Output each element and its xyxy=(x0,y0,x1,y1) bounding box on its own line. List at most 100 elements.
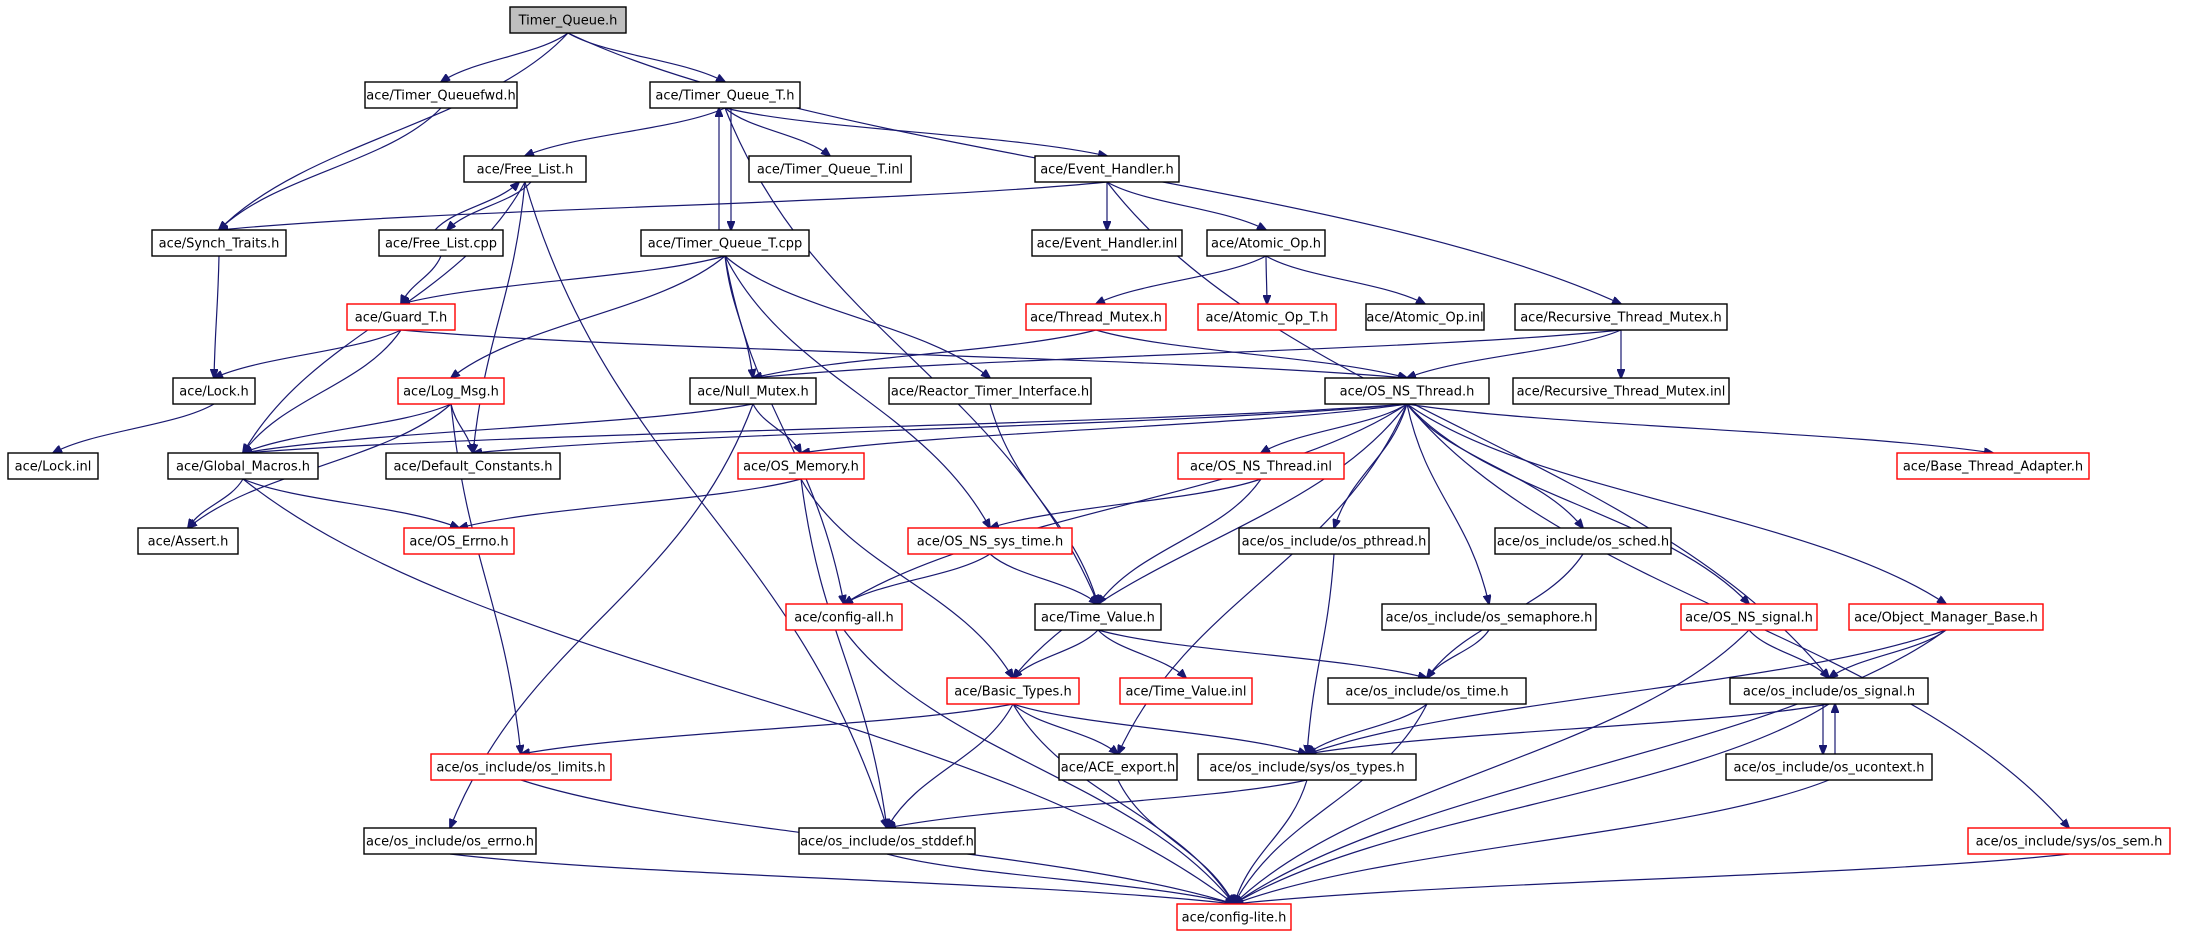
node-os-types-h[interactable]: ace/os_include/sys/os_types.h xyxy=(1197,753,1417,781)
edge-line xyxy=(844,553,991,604)
node-os-ns-thread-inl[interactable]: ace/OS_NS_Thread.inl xyxy=(1177,452,1345,480)
node-os-ns-thread-h[interactable]: ace/OS_NS_Thread.h xyxy=(1324,377,1490,405)
node-os-ns-sys-time-h[interactable]: ace/OS_NS_sys_time.h xyxy=(907,527,1073,555)
node-label: ace/Default_Constants.h xyxy=(393,460,552,475)
node-basic-types-h[interactable]: ace/Basic_Types.h xyxy=(946,677,1080,705)
edge-line xyxy=(242,478,459,528)
node-synch-traits-h[interactable]: ace/Synch_Traits.h xyxy=(151,229,287,257)
edge-thread_mutex_h-to-null_mutex_h xyxy=(753,329,1097,378)
edge-timer_queuefwd_h-to-synch_traits_h xyxy=(219,107,442,230)
edge-line xyxy=(1307,703,1830,754)
node-time-value-h[interactable]: ace/Time_Value.h xyxy=(1034,603,1162,631)
node-os-stddef-h[interactable]: ace/os_include/os_stddef.h xyxy=(798,827,976,855)
edge-null_mutex_h-to-global_macros_h xyxy=(243,403,754,453)
node-timer-queuefwd-h[interactable]: ace/Timer_Queuefwd.h xyxy=(364,81,518,109)
node-label: ace/config-lite.h xyxy=(1182,911,1287,926)
node-os-time-h[interactable]: ace/os_include/os_time.h xyxy=(1327,677,1527,705)
edge-timer_queue_t_cpp-to-guard_t_h xyxy=(401,255,726,304)
node-os-signal-h[interactable]: ace/os_include/os_signal.h xyxy=(1729,677,1929,705)
node-label: ace/Null_Mutex.h xyxy=(697,385,809,400)
edge-free_list_cpp-to-free_list_h xyxy=(434,182,519,231)
node-label: ace/os_include/os_signal.h xyxy=(1743,685,1915,700)
edge-timer_queue_h-to-synch_traits_h xyxy=(219,32,569,230)
node-object-manager-base-h[interactable]: ace/Object_Manager_Base.h xyxy=(1848,603,2044,631)
node-label: ace/ACE_export.h xyxy=(1061,761,1175,776)
node-label: ace/OS_Errno.h xyxy=(409,535,508,550)
edge-line xyxy=(801,403,1408,453)
edge-os_ns_thread_h-to-base_thread_adapter_h xyxy=(1406,403,1993,453)
node-recursive-thread-mutex-h[interactable]: ace/Recursive_Thread_Mutex.h xyxy=(1514,303,1728,331)
node-timer-queue-t-inl[interactable]: ace/Timer_Queue_T.inl xyxy=(748,155,912,183)
node-timer-queue-t-cpp[interactable]: ace/Timer_Queue_T.cpp xyxy=(640,229,810,257)
node-guard-t-h[interactable]: ace/Guard_T.h xyxy=(346,303,456,331)
edge-event_handler_h-to-synch_traits_h xyxy=(219,181,1108,230)
edge-os_ns_thread_h-to-global_macros_h xyxy=(243,403,1408,453)
node-os-semaphore-h[interactable]: ace/os_include/os_semaphore.h xyxy=(1381,603,1597,631)
node-null-mutex-h[interactable]: ace/Null_Mutex.h xyxy=(689,377,817,405)
node-lock-inl[interactable]: ace/Lock.inl xyxy=(7,452,99,480)
node-label: ace/Lock.inl xyxy=(15,460,92,475)
edge-os_ns_thread_h-to-object_manager_base_h xyxy=(1406,403,1946,604)
node-time-value-inl[interactable]: ace/Time_Value.inl xyxy=(1119,677,1253,705)
node-reactor-timer-interface-h[interactable]: ace/Reactor_Timer_Interface.h xyxy=(888,377,1092,405)
edge-os_memory_h-to-os_stddef_h xyxy=(800,478,887,828)
node-default-constants-h[interactable]: ace/Default_Constants.h xyxy=(385,452,561,480)
edge-os_signal_h-to-os_types_h xyxy=(1307,703,1830,754)
node-assert-h[interactable]: ace/Assert.h xyxy=(137,527,239,555)
edge-line xyxy=(243,403,452,453)
edge-free_list_h-to-free_list_cpp xyxy=(447,181,532,230)
node-label: ace/Recursive_Thread_Mutex.inl xyxy=(1517,385,1726,400)
node-os-sched-h[interactable]: ace/os_include/os_sched.h xyxy=(1494,527,1672,555)
node-box xyxy=(1327,677,1527,705)
node-os-memory-h[interactable]: ace/OS_Memory.h xyxy=(737,452,865,480)
node-box xyxy=(151,229,287,257)
node-os-limits-h[interactable]: ace/os_include/os_limits.h xyxy=(430,753,612,781)
node-free-list-cpp[interactable]: ace/Free_List.cpp xyxy=(378,229,504,257)
node-label: ace/OS_NS_sys_time.h xyxy=(917,535,1063,550)
edge-os_types_h-to-config_lite_h xyxy=(1234,779,1308,904)
node-box xyxy=(385,452,561,480)
node-os-ucontext-h[interactable]: ace/os_include/os_ucontext.h xyxy=(1725,753,1933,781)
edge-line xyxy=(459,478,802,528)
node-os-errno-h[interactable]: ace/OS_Errno.h xyxy=(403,527,515,555)
edge-basic_types_h-to-os_stddef_h xyxy=(887,703,1014,828)
edge-line xyxy=(521,703,1014,754)
node-event-handler-inl[interactable]: ace/Event_Handler.inl xyxy=(1031,229,1183,257)
edge-os_ucontext_h-to-config_lite_h xyxy=(1234,779,1830,904)
edge-line xyxy=(53,403,215,453)
node-os-errno-inc-h[interactable]: ace/os_include/os_errno.h xyxy=(363,827,537,855)
edge-os_types_h-to-os_stddef_h xyxy=(887,779,1308,828)
node-event-handler-h[interactable]: ace/Event_Handler.h xyxy=(1034,155,1180,183)
node-config-lite-h[interactable]: ace/config-lite.h xyxy=(1176,903,1292,931)
node-box xyxy=(397,377,505,405)
edge-line xyxy=(1098,478,1262,604)
node-config-all-h[interactable]: ace/config-all.h xyxy=(785,603,903,631)
node-ace-export-h[interactable]: ace/ACE_export.h xyxy=(1058,753,1178,781)
node-box xyxy=(363,827,537,855)
edge-os_ns_thread_h-to-basic_types_h xyxy=(1013,403,1408,678)
edge-line xyxy=(243,403,1408,453)
node-os-pthread-h[interactable]: ace/os_include/os_pthread.h xyxy=(1238,527,1430,555)
node-atomic-op-t-h[interactable]: ace/Atomic_Op_T.h xyxy=(1197,303,1337,331)
node-lock-h[interactable]: ace/Lock.h xyxy=(172,377,256,405)
node-global-macros-h[interactable]: ace/Global_Macros.h xyxy=(167,452,319,480)
node-log-msg-h[interactable]: ace/Log_Msg.h xyxy=(397,377,505,405)
node-thread-mutex-h[interactable]: ace/Thread_Mutex.h xyxy=(1025,303,1167,331)
node-recursive-thread-mutex-inl[interactable]: ace/Recursive_Thread_Mutex.inl xyxy=(1512,377,1730,405)
node-free-list-h[interactable]: ace/Free_List.h xyxy=(463,155,587,183)
node-atomic-op-h[interactable]: ace/Atomic_Op.h xyxy=(1206,229,1326,257)
edge-basic_types_h-to-os_types_h xyxy=(1012,703,1307,754)
node-label: ace/os_include/os_time.h xyxy=(1345,685,1508,700)
edge-line xyxy=(1234,703,1428,904)
edge-os_ns_thread_inl-to-time_value_h xyxy=(1098,478,1262,604)
node-os-ns-signal-h[interactable]: ace/OS_NS_signal.h xyxy=(1680,603,1818,631)
node-base-thread-adapter-h[interactable]: ace/Base_Thread_Adapter.h xyxy=(1896,452,2090,480)
node-label: ace/OS_Memory.h xyxy=(743,460,859,475)
edge-line xyxy=(1234,779,1830,904)
node-os-sem-h[interactable]: ace/os_include/sys/os_sem.h xyxy=(1967,827,2171,855)
edge-line xyxy=(1013,629,1099,678)
node-atomic-op-inl[interactable]: ace/Atomic_Op.inl xyxy=(1365,303,1485,331)
edge-log_msg_h-to-global_macros_h xyxy=(243,403,452,453)
edge-ace_export_h-to-config_lite_h xyxy=(1117,779,1234,904)
node-timer-queue-t-h[interactable]: ace/Timer_Queue_T.h xyxy=(649,81,801,109)
